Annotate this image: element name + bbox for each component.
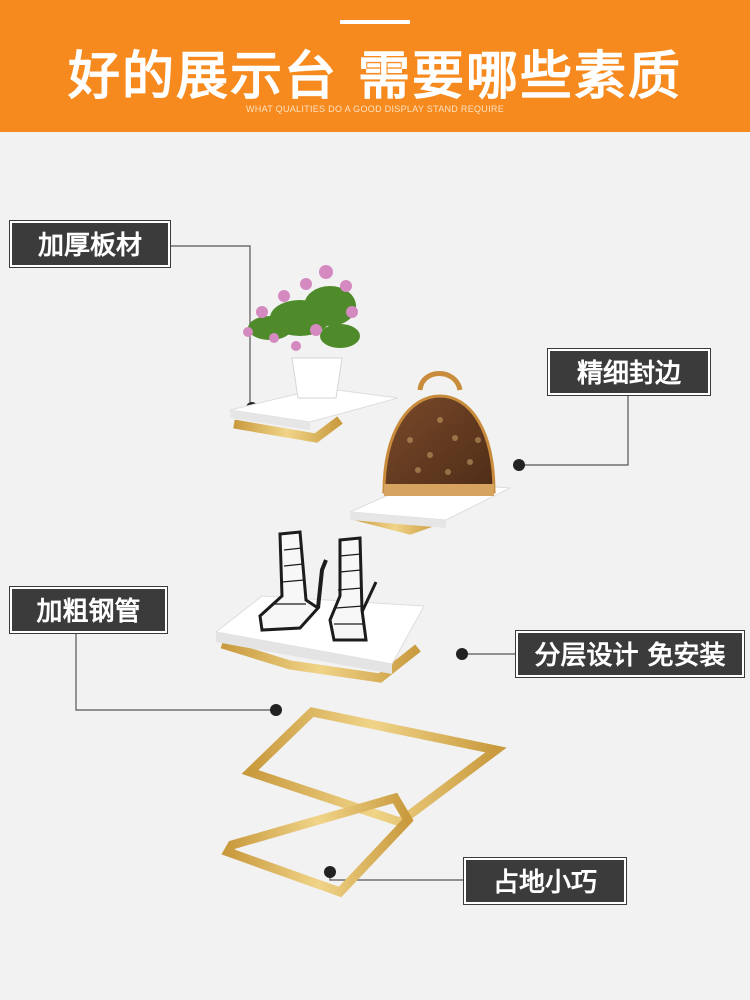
callout-fine-edge: 精细封边	[547, 348, 711, 396]
callout-small-footprint: 占地小巧	[463, 857, 627, 905]
callout-thick-steel: 加粗钢管	[9, 586, 168, 634]
high-heel-shoes	[258, 530, 378, 642]
header-accent-bar	[340, 20, 410, 24]
handbag	[382, 371, 496, 496]
page-title: 好的展示台 需要哪些素质	[67, 47, 683, 107]
page-subtitle: WHAT QUALITIES DO A GOOD DISPLAY STAND R…	[245, 104, 505, 114]
callout-layered-design: 分层设计 免安装	[515, 630, 745, 678]
callout-thick-board: 加厚板材	[9, 220, 171, 268]
callout-leader-lines	[75, 245, 629, 881]
flower-pot	[243, 265, 360, 399]
header-banner: 好的展示台 需要哪些素质 WHAT QUALITIES DO A GOOD DI…	[0, 0, 750, 132]
top-shelf	[229, 387, 399, 430]
